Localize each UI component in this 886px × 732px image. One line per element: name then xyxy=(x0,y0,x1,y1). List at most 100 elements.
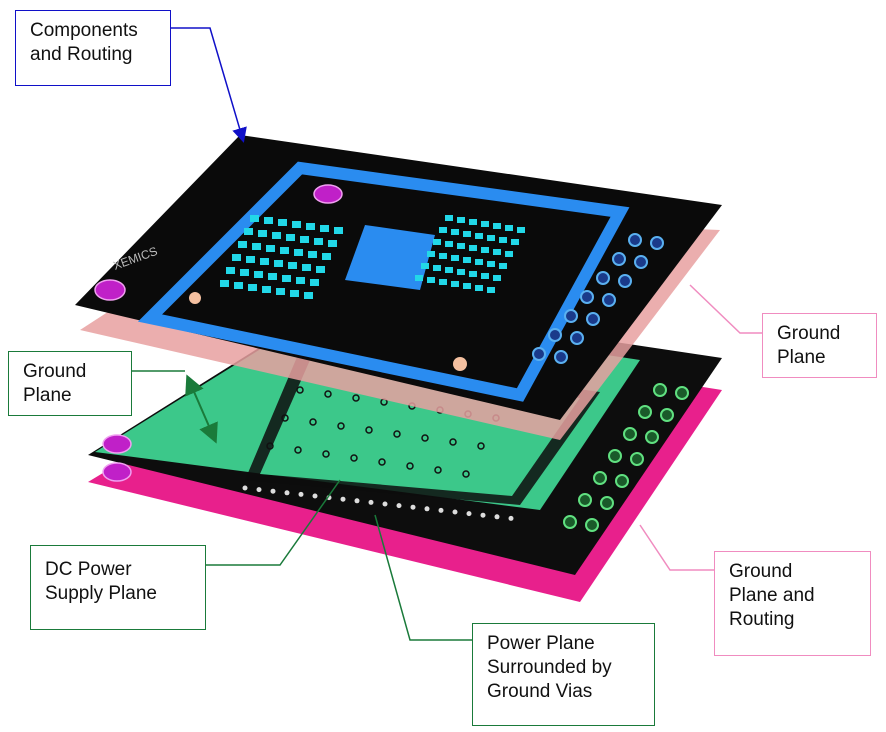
smd-pad xyxy=(481,273,489,279)
ground-via xyxy=(396,503,402,509)
smd-pad xyxy=(469,219,477,225)
ground-vias xyxy=(242,386,514,521)
connector-via xyxy=(638,405,652,419)
connector-via xyxy=(653,383,667,397)
smd-pad xyxy=(499,237,507,243)
connector-via xyxy=(585,518,599,532)
smd-pad xyxy=(445,215,453,221)
ground-via xyxy=(340,496,346,502)
smd-pad xyxy=(240,269,249,276)
ic-chip xyxy=(345,225,435,290)
components-routing-pointer xyxy=(170,27,247,143)
ground-via xyxy=(266,442,274,450)
connector-via xyxy=(532,347,546,361)
connector-via xyxy=(602,293,616,307)
connector-via xyxy=(634,255,648,269)
connector-via xyxy=(596,271,610,285)
smd-pad xyxy=(286,234,295,241)
smd-pad xyxy=(262,286,271,293)
label-line: Plane and xyxy=(729,585,815,606)
connector-via xyxy=(564,309,578,323)
smd-pad xyxy=(451,281,459,287)
connector-via xyxy=(554,350,568,364)
smd-pad xyxy=(421,263,429,269)
smd-pad xyxy=(280,247,289,254)
smd-pad xyxy=(258,230,267,237)
smd-pad xyxy=(266,245,275,252)
ground-via xyxy=(354,498,360,504)
smd-pad xyxy=(282,275,291,282)
dc-power-pointer xyxy=(205,479,341,566)
ground-plane-routing-label: Ground Plane and Routing xyxy=(714,551,871,656)
ground-plane-left-label: Ground Plane xyxy=(8,351,132,416)
smd-pad xyxy=(260,258,269,265)
components-routing-label: Components and Routing xyxy=(15,10,171,86)
smd-pad xyxy=(274,260,283,267)
ground-via xyxy=(438,507,444,513)
smd-pad xyxy=(276,288,285,295)
ground-via xyxy=(368,499,374,505)
ground-via xyxy=(494,514,500,520)
ground-routing-pointer xyxy=(639,524,714,571)
smd-pad xyxy=(457,243,465,249)
smd-pad xyxy=(306,223,315,230)
smd-pad xyxy=(328,240,337,247)
smd-pad xyxy=(268,273,277,280)
smd-pad xyxy=(457,217,465,223)
smd-pad xyxy=(481,221,489,227)
smd-pad xyxy=(445,241,453,247)
smd-pad xyxy=(493,223,501,229)
smd-pad xyxy=(296,277,305,284)
ground-via xyxy=(352,394,360,402)
connector-via xyxy=(623,427,637,441)
connector-via xyxy=(600,496,614,510)
smd-pad xyxy=(232,254,241,261)
smd-pad xyxy=(427,251,435,257)
smd-pad xyxy=(264,217,273,224)
smd-pad xyxy=(499,263,507,269)
label-line: Ground Vias xyxy=(487,681,593,702)
smd-pad xyxy=(451,255,459,261)
connector-via xyxy=(660,408,674,422)
smd-pad xyxy=(278,219,287,226)
smd-pad xyxy=(433,239,441,245)
label-line: Ground xyxy=(23,361,87,382)
connector-via xyxy=(570,331,584,345)
ground-via xyxy=(324,390,332,398)
label-line: Ground xyxy=(729,561,793,582)
smd-pad xyxy=(320,225,329,232)
smd-pad xyxy=(316,266,325,273)
ground-via xyxy=(424,506,430,512)
smd-pad xyxy=(481,247,489,253)
component-pads xyxy=(220,215,525,299)
label-line: and Routing xyxy=(30,44,133,65)
ground-via xyxy=(452,509,458,515)
smd-pad xyxy=(463,257,471,263)
smd-pad xyxy=(517,227,525,233)
power-plane-vias-label: Power Plane Surrounded by Ground Vias xyxy=(472,623,655,726)
ground-via xyxy=(312,493,318,499)
smd-pad xyxy=(451,229,459,235)
power-plane-vias-pointer xyxy=(374,514,472,641)
smd-pad xyxy=(439,279,447,285)
smd-pad xyxy=(246,256,255,263)
smd-pad xyxy=(415,275,423,281)
smd-pad xyxy=(493,249,501,255)
smd-pad xyxy=(505,225,513,231)
label-line: Plane xyxy=(777,347,826,368)
ground-plane-left-arrow xyxy=(185,374,218,444)
ground-via xyxy=(480,512,486,518)
connector-via xyxy=(593,471,607,485)
ground-via xyxy=(434,466,442,474)
ground-via xyxy=(449,438,457,446)
ground-via xyxy=(382,501,388,507)
smd-pad xyxy=(226,267,235,274)
smd-pad xyxy=(300,236,309,243)
label-line: Components xyxy=(30,20,138,41)
smd-pad xyxy=(475,259,483,265)
ground-via xyxy=(298,491,304,497)
ground-via xyxy=(242,485,248,491)
ground-via xyxy=(322,450,330,458)
